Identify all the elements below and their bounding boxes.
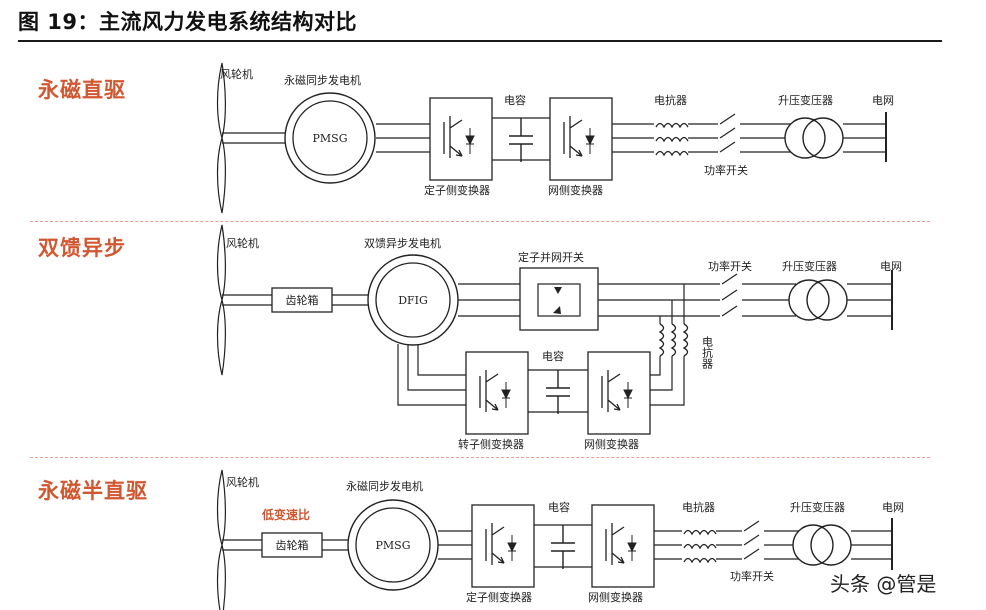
label-grid-converter: 网侧变换器 — [584, 437, 639, 451]
label-stator-converter: 定子侧变换器 — [424, 183, 490, 197]
reactor-icon — [655, 150, 689, 156]
capacitor-icon — [508, 117, 534, 163]
section-label-dfig: 双馈异步 — [38, 236, 126, 260]
label-grid-converter: 网侧变换器 — [548, 183, 603, 197]
label-reactor: 电抗器 — [682, 500, 715, 514]
section-label-pmsg-direct: 永磁直驱 — [38, 78, 126, 102]
switch-icon — [743, 520, 760, 560]
converter-icon — [429, 97, 493, 181]
reactor-icon — [683, 323, 689, 357]
label-transformer: 升压变压器 — [782, 259, 837, 273]
stator-switch-box-icon — [519, 267, 599, 331]
transformer-icon — [784, 117, 844, 159]
label-capacitor: 电容 — [542, 349, 564, 363]
label-generator-name: 永磁同步发电机 — [346, 479, 423, 493]
label-grid-converter: 网侧变换器 — [588, 590, 643, 604]
label-transformer: 升压变压器 — [790, 500, 845, 514]
converter-icon — [549, 97, 613, 181]
label-reactor: 电抗器 — [654, 93, 687, 107]
label-speed-note: 低变速比 — [261, 507, 310, 522]
label-capacitor: 电容 — [548, 500, 570, 514]
switch-icon — [719, 113, 736, 153]
label-generator: PMSG — [376, 539, 411, 552]
gearbox-icon — [261, 532, 323, 558]
label-turbine: 风轮机 — [220, 67, 253, 81]
pmsg-semi-diagram: 风轮机 低变速比 齿轮箱 永磁同步发电机 PMSG 电容 定子侧变换器 网侧变换… — [216, 469, 904, 610]
turbine-icon — [216, 62, 226, 214]
watermark: 头条 @管是 — [830, 572, 937, 596]
dfig-diagram: 风轮机 齿轮箱 双馈异步发电机 DFIG 定子并网开关 电容 转子侧变换器 网侧… — [216, 224, 902, 451]
label-generator-name: 双馈异步发电机 — [364, 236, 441, 250]
label-gearbox: 齿轮箱 — [286, 293, 319, 307]
label-power-switch: 功率开关 — [708, 259, 752, 273]
title-rule — [18, 40, 942, 42]
reactor-icon — [659, 323, 665, 357]
label-stator-converter: 定子侧变换器 — [466, 590, 532, 604]
switch-icon — [721, 273, 738, 317]
generator-inner-icon — [375, 262, 451, 338]
label-grid: 电网 — [880, 260, 902, 273]
turbine-icon — [216, 224, 226, 376]
label-transformer: 升压变压器 — [778, 93, 833, 107]
label-grid: 电网 — [872, 94, 894, 107]
reactor-icon — [655, 122, 689, 128]
transformer-icon — [792, 524, 852, 566]
generator-inner-icon — [292, 100, 368, 176]
reactor-icon — [683, 543, 717, 549]
reactor-icon — [655, 136, 689, 142]
label-power-switch: 功率开关 — [704, 163, 748, 177]
label-generator: DFIG — [398, 294, 428, 307]
capacitor-icon — [545, 369, 571, 415]
gearbox-icon — [271, 287, 333, 313]
label-reactor: 电抗器 — [701, 336, 714, 370]
converter-icon — [591, 504, 655, 588]
section-divider — [30, 221, 930, 222]
label-rotor-converter: 转子侧变换器 — [458, 437, 524, 451]
capacitor-icon — [550, 524, 576, 570]
reactor-icon — [683, 529, 717, 535]
converter-icon — [587, 351, 651, 435]
transformer-icon — [788, 279, 848, 321]
label-generator-name: 永磁同步发电机 — [284, 73, 361, 87]
generator-inner-icon — [355, 507, 431, 583]
label-turbine: 风轮机 — [226, 475, 259, 489]
label-gearbox: 齿轮箱 — [276, 538, 309, 552]
label-capacitor: 电容 — [504, 93, 526, 107]
figure-title: 图 19：主流风力发电系统结构对比 — [18, 10, 358, 34]
converter-icon — [465, 351, 529, 435]
label-generator: PMSG — [313, 132, 348, 145]
reactor-icon — [671, 323, 677, 357]
section-label-pmsg-semi: 永磁半直驱 — [38, 479, 148, 503]
label-power-switch: 功率开关 — [730, 569, 774, 583]
section-divider — [30, 457, 930, 458]
reactor-icon — [683, 557, 717, 563]
label-grid: 电网 — [882, 501, 904, 514]
label-turbine: 风轮机 — [226, 236, 259, 250]
converter-icon — [471, 504, 535, 588]
pmsg-direct-diagram: 风轮机 永磁同步发电机 PMSG 电容 定子侧变换器 网侧变换器 电抗器 功率开… — [216, 62, 894, 214]
label-stator-switch: 定子并网开关 — [518, 250, 584, 264]
